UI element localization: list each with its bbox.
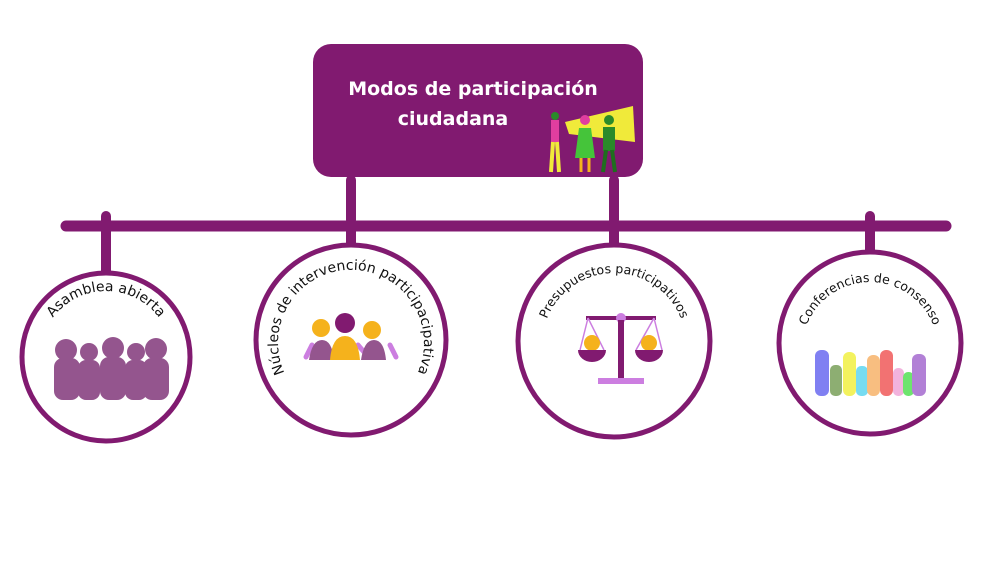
node-circle-3: [515, 242, 713, 440]
group-people-icon: [303, 313, 399, 360]
title-line-2: ciudadana: [397, 108, 509, 130]
page-title: Modos de participación ciudadana: [333, 74, 613, 134]
balance-scale-icon: [578, 313, 663, 384]
crowd-icon: [54, 337, 169, 400]
raised-hands-icon: [815, 350, 926, 396]
node-circle-1: [19, 270, 193, 444]
title-box: Modos de participación ciudadana: [313, 44, 643, 177]
title-line-1: Modos de participación: [348, 78, 598, 100]
megaphone-people-icon: [549, 106, 635, 173]
